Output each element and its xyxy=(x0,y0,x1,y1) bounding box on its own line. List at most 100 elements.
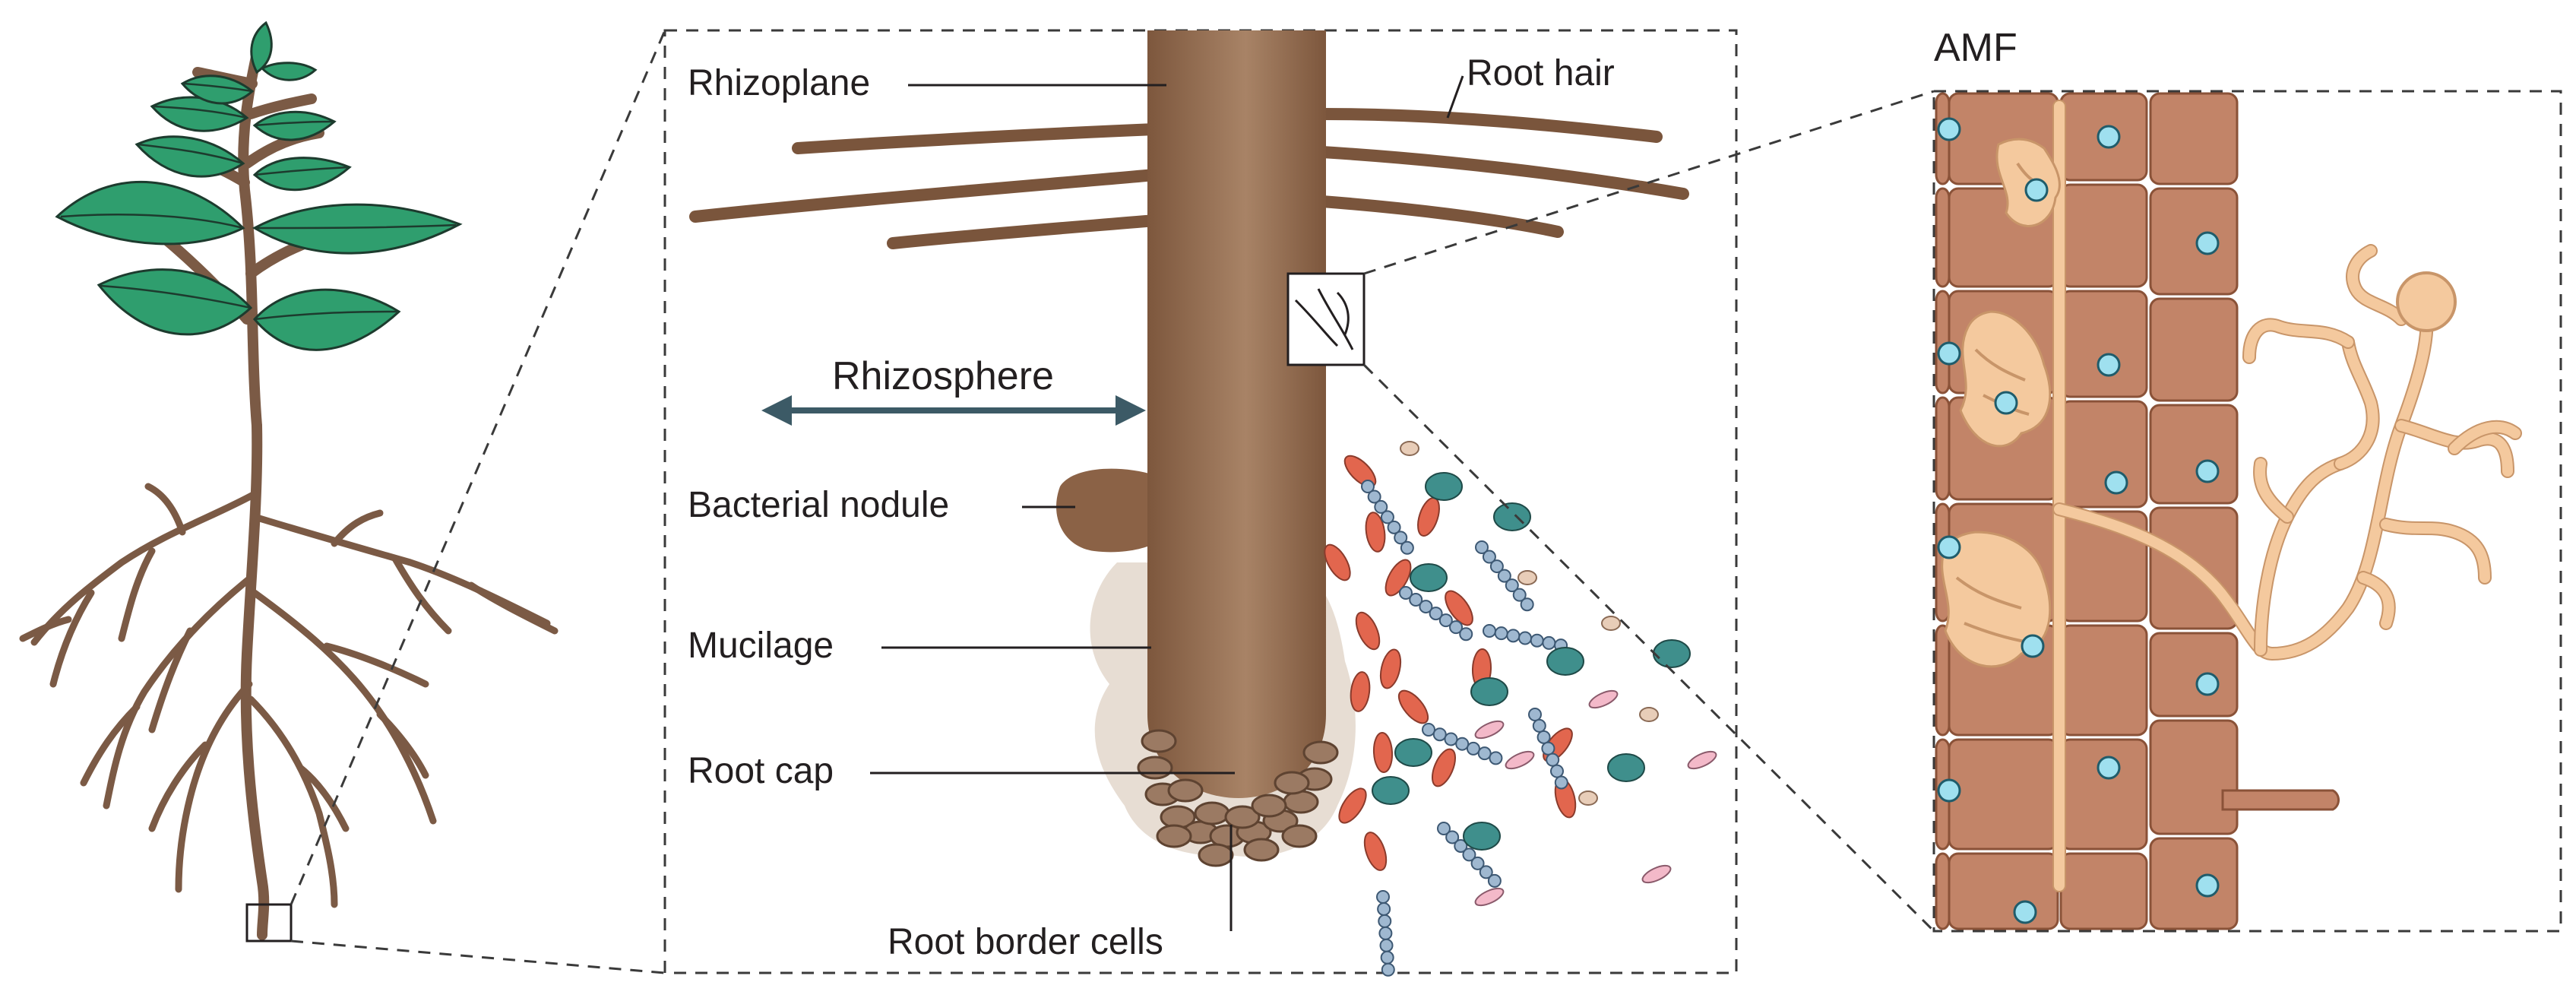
bacterium xyxy=(1528,708,1542,721)
leaf xyxy=(252,157,352,192)
nucleus xyxy=(1937,535,1961,559)
border-cell xyxy=(1243,838,1280,862)
bacterium xyxy=(1444,732,1458,746)
cortex-cell xyxy=(1935,187,1951,288)
cortex-cell xyxy=(1935,624,1951,737)
bacterium xyxy=(1505,578,1519,593)
cortex-cell xyxy=(2059,290,2148,398)
border-cell xyxy=(1224,805,1261,829)
cortex-cell xyxy=(2149,92,2239,185)
bacterium xyxy=(1374,499,1388,514)
bacterium xyxy=(1372,732,1394,773)
bacterium xyxy=(1400,441,1419,456)
bacterium xyxy=(1417,496,1440,537)
bacterium xyxy=(1445,830,1460,844)
leaf xyxy=(134,135,245,178)
bacterium xyxy=(1429,607,1443,621)
bacterium xyxy=(1494,626,1508,641)
bacterium xyxy=(1355,611,1381,651)
nucleus xyxy=(2195,231,2220,255)
cortex-cell xyxy=(1948,852,2059,930)
bacterium xyxy=(1639,707,1659,722)
bacterium xyxy=(1487,873,1502,888)
bacterium xyxy=(1425,472,1463,501)
nucleus xyxy=(2024,178,2049,202)
bacterium xyxy=(1394,738,1432,767)
cortex-cell xyxy=(2149,632,2239,718)
bacterium xyxy=(1607,753,1645,782)
rhizosphere-microbes xyxy=(1324,441,1717,977)
bacterium xyxy=(1474,720,1505,740)
leaf xyxy=(260,62,318,81)
nucleus xyxy=(2097,756,2121,780)
nucleus xyxy=(2195,873,2220,898)
bacterium xyxy=(1536,730,1551,744)
bacterium xyxy=(1517,570,1537,585)
nucleus xyxy=(2097,125,2121,149)
amf-entry-site xyxy=(1286,272,1366,366)
bacterium xyxy=(1445,590,1473,626)
bacterium xyxy=(1489,559,1504,574)
bacterium xyxy=(1588,689,1619,709)
border-cell xyxy=(1156,824,1192,848)
cortex-cell xyxy=(1935,396,1951,501)
bacterium xyxy=(1377,901,1391,916)
nucleus xyxy=(1994,391,2018,415)
border-cell xyxy=(1194,801,1230,825)
bacterium xyxy=(1365,512,1386,553)
label-rhizosphere: Rhizosphere xyxy=(832,354,1054,398)
bacterium xyxy=(1477,746,1492,761)
border-cell xyxy=(1167,778,1204,803)
cortex-cell xyxy=(2149,719,2239,835)
bacterium xyxy=(1459,627,1473,642)
leaf xyxy=(253,288,401,351)
bacterium xyxy=(1601,616,1621,631)
amf-panel xyxy=(1932,90,2562,933)
bacterium xyxy=(1530,633,1544,648)
border-cell xyxy=(1281,824,1318,848)
bacterium xyxy=(1546,752,1560,767)
bacterium xyxy=(1475,540,1489,554)
border-cell xyxy=(1141,729,1177,753)
bacterium xyxy=(1518,631,1533,645)
bacterium xyxy=(1653,639,1691,668)
bacterium xyxy=(1470,856,1485,870)
bacterium xyxy=(1497,569,1511,583)
label-amf: AMF xyxy=(1934,26,2017,70)
bacterium xyxy=(1482,550,1496,564)
bacterium xyxy=(1542,635,1556,650)
bacterium xyxy=(1449,620,1464,635)
nucleus xyxy=(2097,353,2121,377)
bacterium xyxy=(1479,865,1493,879)
bacterium xyxy=(1422,723,1435,737)
bacterium xyxy=(1432,727,1447,742)
leaf xyxy=(55,180,245,246)
bacterium xyxy=(1399,586,1413,600)
bacterium xyxy=(1397,689,1429,724)
bacterium xyxy=(1489,751,1503,765)
nucleus xyxy=(1937,117,1961,141)
bacterial-nodule xyxy=(1056,468,1155,553)
leaf xyxy=(250,21,273,74)
label-rhizoplane: Rhizoplane xyxy=(688,63,870,103)
bacterium xyxy=(1493,502,1531,531)
bacterium xyxy=(1578,790,1598,806)
nucleus xyxy=(2195,672,2220,696)
plant-illustration xyxy=(19,21,559,940)
cortex-cell xyxy=(1948,738,2059,851)
cortex-cell xyxy=(2149,404,2239,505)
bacterium xyxy=(1379,648,1402,689)
zoom-box-root-tip xyxy=(245,903,293,943)
bacterium xyxy=(1506,629,1521,643)
bacterium xyxy=(1379,938,1394,952)
bacterium xyxy=(1437,822,1451,835)
bacterium xyxy=(1466,741,1480,756)
border-cell xyxy=(1198,843,1234,867)
bacterium xyxy=(1549,764,1564,778)
label-bacterial-nodule: Bacterial nodule xyxy=(688,485,949,525)
bacterium xyxy=(1350,671,1371,712)
cortex-cell xyxy=(1935,852,1951,930)
bacterium xyxy=(1409,593,1423,607)
leaf xyxy=(97,268,253,336)
